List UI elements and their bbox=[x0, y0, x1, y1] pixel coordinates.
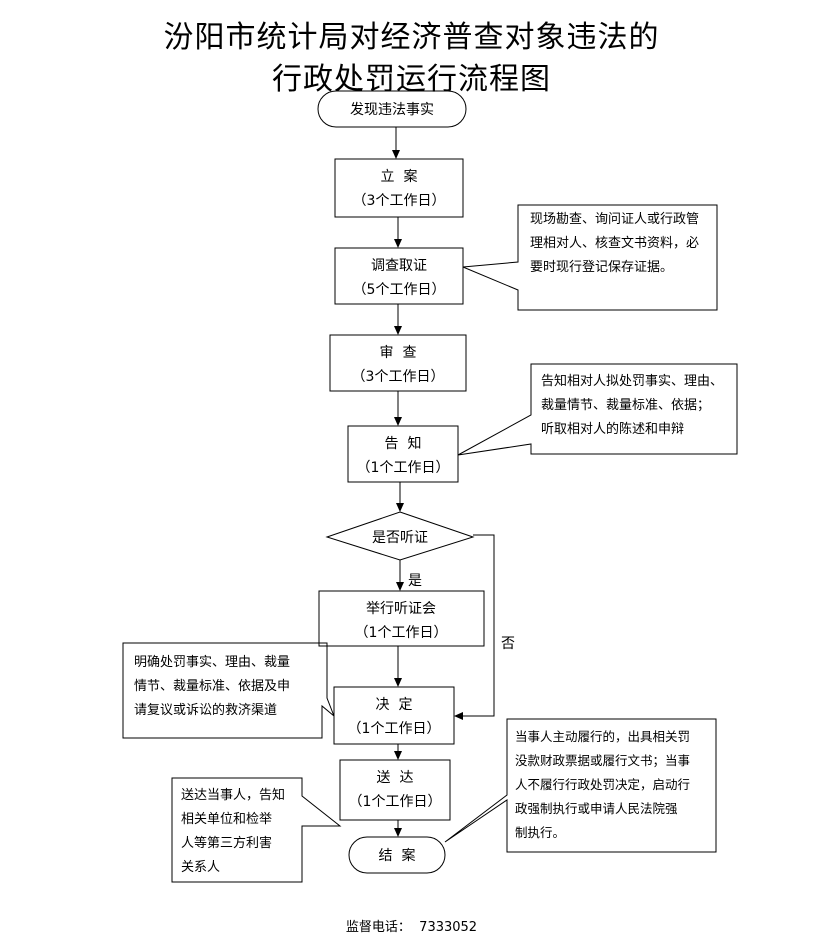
note-deliver-line-4: 关系人 bbox=[181, 860, 221, 875]
note-deliver-line-2: 相关单位和检举 bbox=[181, 812, 273, 827]
note-close-line-4: 政强制执行或申请人民法院强 bbox=[515, 801, 678, 816]
note-decide-line-3: 请复议或诉讼的救济渠道 bbox=[134, 703, 278, 718]
node-notify-label: 告 知 bbox=[385, 435, 422, 452]
node-start-label: 发现违法事实 bbox=[350, 102, 434, 118]
node-close bbox=[348, 836, 446, 874]
node-hearing-days: （1个工作日） bbox=[355, 625, 448, 641]
note-notify-line-1: 告知相对人拟处罚事实、理由、 bbox=[541, 374, 724, 389]
note-investigate: 现场勘查、询问证人或行政管 理相对人、核查文书资料，必 要时现行登记保存证据。 bbox=[530, 208, 715, 280]
callout-deliver bbox=[171, 777, 342, 883]
node-decide-days: （1个工作日） bbox=[348, 721, 441, 737]
note-decide-line-2: 情节、裁量标准、依据及申 bbox=[134, 679, 291, 694]
note-investigate-line-1: 现场勘查、询问证人或行政管 bbox=[530, 212, 700, 227]
node-deliver bbox=[339, 759, 451, 821]
note-notify-line-3: 听取相对人的陈述和申辩 bbox=[541, 422, 685, 437]
callout-decide bbox=[122, 642, 335, 739]
node-notify-days: （1个工作日） bbox=[357, 460, 450, 476]
node-close-label: 结 案 bbox=[379, 847, 416, 864]
node-deliver-days: （1个工作日） bbox=[349, 794, 442, 810]
edge-yes-label: 是 bbox=[408, 573, 422, 589]
note-close-line-3: 人不履行行政处罚决定，启动行 bbox=[515, 777, 691, 792]
node-hearing bbox=[318, 590, 485, 647]
node-hearing-label: 举行听证会 bbox=[366, 601, 436, 617]
note-investigate-line-3: 要时现行登记保存证据。 bbox=[530, 260, 674, 275]
node-start bbox=[317, 90, 467, 128]
note-decide-line-1: 明确处罚事实、理由、裁量 bbox=[134, 655, 291, 670]
note-investigate-line-2: 理相对人、核查文书资料，必 bbox=[530, 236, 700, 251]
note-deliver: 送达当事人，告知 相关单位和检举 人等第三方利害 关系人 bbox=[181, 784, 301, 880]
note-close-line-5: 制执行。 bbox=[515, 825, 566, 840]
note-deliver-line-1: 送达当事人，告知 bbox=[181, 788, 286, 803]
arrow-question-decide-no bbox=[454, 534, 495, 720]
supervision-phone: 监督电话： 7333052 bbox=[345, 920, 478, 935]
title-line-1: 汾阳市统计局对经济普查对象违法的 bbox=[163, 20, 660, 55]
node-investigate bbox=[334, 247, 464, 305]
callout-notify bbox=[457, 363, 738, 456]
node-deliver-label: 送 达 bbox=[377, 770, 414, 786]
node-decide-label: 决 定 bbox=[376, 697, 413, 713]
node-hearing-question-label: 是否听证 bbox=[372, 530, 428, 546]
node-case-label: 立 案 bbox=[381, 168, 418, 185]
node-review-days: （3个工作日） bbox=[352, 369, 445, 385]
node-investigate-label: 调查取证 bbox=[371, 258, 427, 274]
note-close: 当事人主动履行的，出具相关罚 没款财政票据或履行文书；当事 人不履行行政处罚决定… bbox=[515, 725, 715, 845]
callout-investigate bbox=[462, 204, 718, 311]
edge-no-label: 否 bbox=[501, 636, 515, 652]
node-review-label: 审 查 bbox=[380, 345, 417, 361]
note-notify: 告知相对人拟处罚事实、理由、 裁量情节、裁量标准、依据； 听取相对人的陈述和申辩 bbox=[541, 370, 735, 442]
callout-close bbox=[444, 718, 717, 853]
node-notify bbox=[347, 425, 459, 483]
node-case bbox=[334, 158, 464, 218]
node-case-days: （3个工作日） bbox=[353, 193, 446, 209]
note-notify-line-2: 裁量情节、裁量标准、依据； bbox=[541, 398, 711, 413]
note-deliver-line-3: 人等第三方利害 bbox=[181, 836, 273, 851]
note-close-line-2: 没款财政票据或履行文书；当事 bbox=[515, 753, 691, 768]
note-decide: 明确处罚事实、理由、裁量 情节、裁量标准、依据及申 请复议或诉讼的救济渠道 bbox=[134, 651, 324, 723]
note-close-line-1: 当事人主动履行的，出具相关罚 bbox=[515, 729, 691, 744]
node-investigate-days: （5个工作日） bbox=[353, 282, 446, 298]
